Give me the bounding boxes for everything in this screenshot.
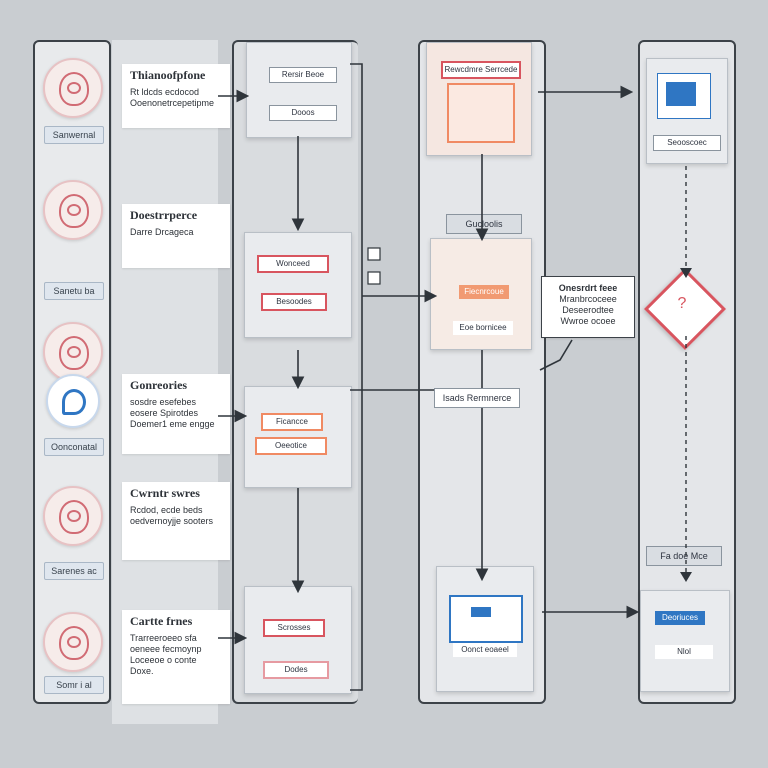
role-label: Sarenes ac bbox=[44, 562, 104, 580]
person-icon bbox=[59, 194, 89, 228]
card-title: Rersir Beoe bbox=[269, 67, 337, 83]
step-description: Thianoofpfone Rt ldcds ecdocod Ooenonetr… bbox=[122, 64, 230, 128]
card-bar: Deoriuces bbox=[655, 611, 705, 625]
person-icon bbox=[59, 626, 89, 660]
process-card[interactable]: Ficancce Oeeotice bbox=[244, 386, 352, 488]
step-text: Trarreeroeeo sfa bbox=[130, 633, 197, 643]
annotation-line: Wwroe ocoee bbox=[560, 316, 616, 326]
annotation-line: Mranbrcoceee bbox=[559, 294, 617, 304]
card-subtitle: Eoe bornicee bbox=[453, 321, 513, 335]
card-bar: Fiecnrcoue bbox=[459, 285, 509, 299]
process-card[interactable]: Fiecnrcoue Eoe bornicee bbox=[430, 238, 532, 350]
person-icon bbox=[59, 72, 89, 106]
step-text: Rt ldcds ecdocod bbox=[130, 87, 200, 97]
role-label: Somr i al bbox=[44, 676, 104, 694]
step-text: oedvernoyjje sooters bbox=[130, 516, 214, 526]
step-title: Doestrrperce bbox=[130, 208, 198, 222]
app-icon-glyph bbox=[666, 82, 696, 106]
card-title: Ficancce bbox=[261, 413, 323, 431]
process-card[interactable]: Rersir Beoe Dooos bbox=[246, 42, 352, 138]
step-description: Cwrntr swres Rcdod, ecde beds oedvernoyj… bbox=[122, 482, 230, 560]
step-title: Gonreories bbox=[130, 378, 188, 392]
avatar bbox=[46, 374, 100, 428]
annotation-note: Onesrdrt feee Mranbrcoceee Deseerodtee W… bbox=[541, 276, 635, 338]
card-title: Wonceed bbox=[257, 255, 329, 273]
card-subtitle: Nlol bbox=[655, 645, 713, 659]
document-icon bbox=[447, 83, 515, 143]
step-text: Doemer1 eme engge bbox=[130, 419, 215, 429]
process-card[interactable]: Oonct eoaeel bbox=[436, 566, 534, 692]
process-card[interactable]: Seooscoec bbox=[646, 58, 728, 164]
avatar bbox=[43, 58, 103, 118]
card-subtitle: Oeeotice bbox=[255, 437, 327, 455]
step-text: Ooenonetrcepetipme bbox=[130, 98, 215, 108]
step-description: Gonreories sosdre esefebes eosere Spirot… bbox=[122, 374, 230, 454]
decision-symbol: ? bbox=[677, 295, 687, 312]
process-card[interactable]: Wonceed Besoodes bbox=[244, 232, 352, 338]
role-label: Sanetu ba bbox=[44, 282, 104, 300]
step-description: Doestrrperce Darre Drcageca bbox=[122, 204, 230, 268]
step-text: Darre Drcageca bbox=[130, 227, 194, 237]
card-header: Fa doe Mce bbox=[646, 546, 722, 566]
avatar bbox=[43, 612, 103, 672]
process-card[interactable]: Deoriuces Nlol bbox=[640, 590, 730, 692]
card-subtitle: Oonct eoaeel bbox=[453, 643, 517, 657]
card-title: Rewcdmre Serrcede bbox=[441, 61, 521, 79]
step-text: eosere Spirotdes bbox=[130, 408, 199, 418]
step-title: Thianoofpfone bbox=[130, 68, 206, 82]
step-text: Rcdod, ecde beds bbox=[130, 505, 203, 515]
card-subtitle: Dooos bbox=[269, 105, 337, 121]
card-title: Scrosses bbox=[263, 619, 325, 637]
avatar bbox=[43, 180, 103, 240]
avatar bbox=[43, 486, 103, 546]
person-icon bbox=[59, 500, 89, 534]
card-subtitle: Dodes bbox=[263, 661, 329, 679]
step-text: oeneee fecmoynp bbox=[130, 644, 202, 654]
role-label: Sanwernal bbox=[44, 126, 104, 144]
window-icon bbox=[449, 595, 523, 643]
chat-icon bbox=[62, 389, 86, 415]
card-subtitle: Besoodes bbox=[261, 293, 327, 311]
annotation-line: Onesrdrt feee bbox=[558, 283, 618, 293]
window-bar bbox=[471, 607, 491, 617]
step-title: Cartte frnes bbox=[130, 614, 193, 628]
step-title: Cwrntr swres bbox=[130, 486, 200, 500]
connector-label: Isads Rermnerce bbox=[434, 388, 520, 408]
step-text: Loceeoe o conte bbox=[130, 655, 197, 665]
annotation-line: Deseerodtee bbox=[562, 305, 614, 315]
app-icon bbox=[657, 73, 711, 119]
step-text: sosdre esefebes bbox=[130, 397, 197, 407]
step-text: Doxe. bbox=[130, 666, 154, 676]
person-icon bbox=[59, 336, 89, 370]
process-card[interactable]: Rewcdmre Serrcede bbox=[426, 42, 532, 156]
card-label: Seooscoec bbox=[653, 135, 721, 151]
role-label: Oonconatal bbox=[44, 438, 104, 456]
step-description: Cartte frnes Trarreeroeeo sfa oeneee fec… bbox=[122, 610, 230, 704]
